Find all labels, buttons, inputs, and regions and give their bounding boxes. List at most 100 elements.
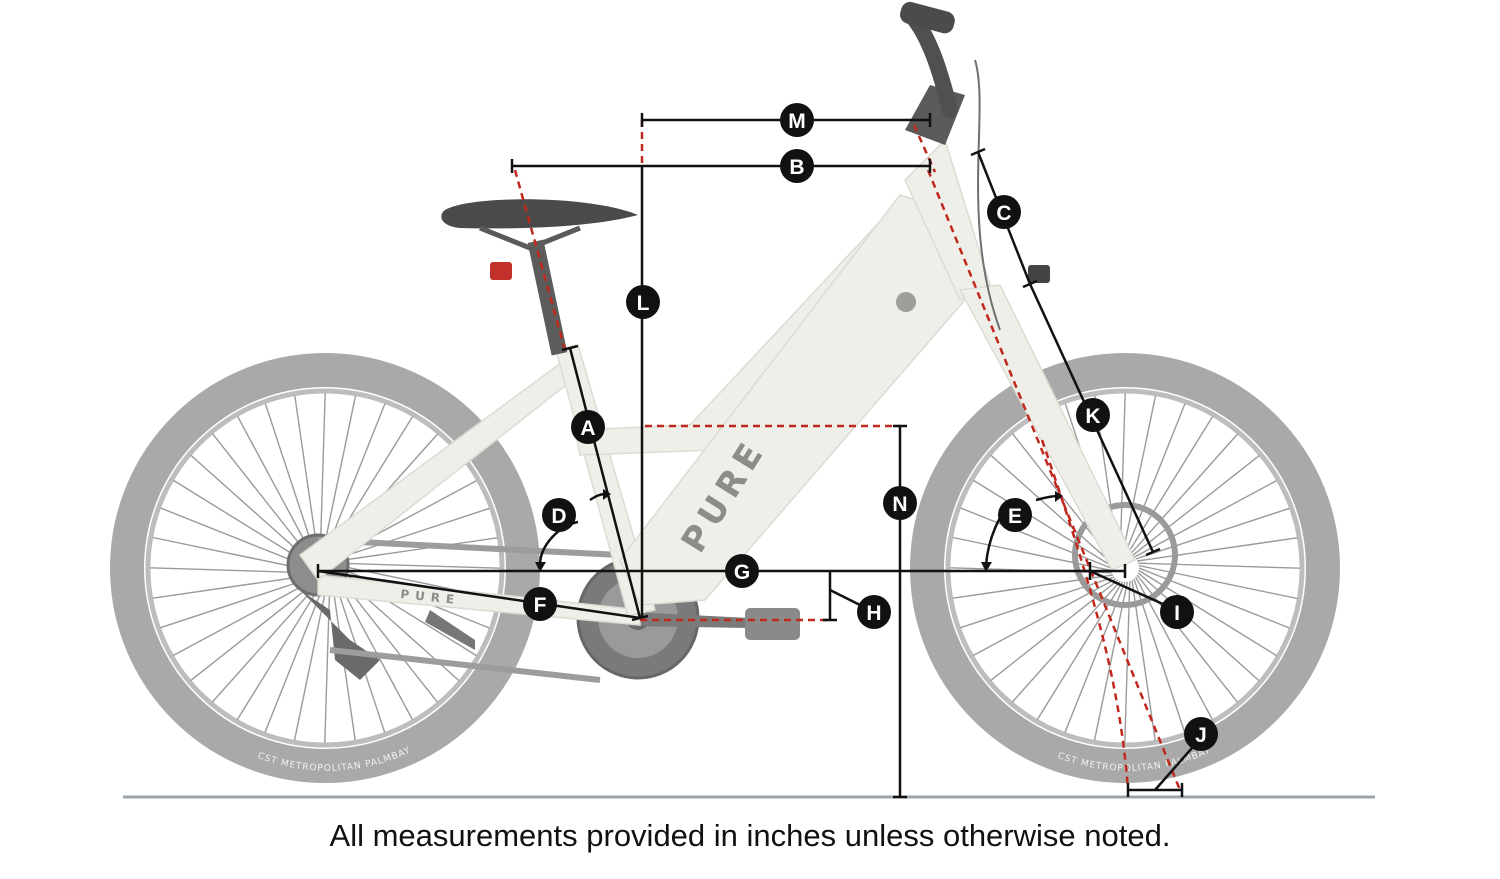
arrowheads xyxy=(535,489,1063,572)
svg-text:G: G xyxy=(734,561,750,584)
dim-D-arrow-top xyxy=(603,489,611,500)
spoke xyxy=(152,536,312,572)
label-K: K xyxy=(1076,398,1110,432)
front-disc-rotor xyxy=(1072,502,1178,608)
seat-assembly xyxy=(441,199,638,356)
rear-derailleur xyxy=(300,590,380,680)
spoke xyxy=(1131,455,1260,557)
steering-axis-ref xyxy=(926,169,1182,791)
head-tube-ref xyxy=(912,124,937,173)
dim-E-arrow-bottom xyxy=(981,562,992,572)
label-A: A xyxy=(571,410,605,444)
spoke xyxy=(160,576,315,629)
front-rim xyxy=(945,388,1305,748)
brake-cable xyxy=(974,59,1001,331)
label-I: I xyxy=(1160,595,1194,629)
spoke xyxy=(336,537,498,562)
spoke xyxy=(160,507,312,569)
svg-text:H: H xyxy=(866,602,881,625)
spoke xyxy=(973,479,1112,567)
spoke xyxy=(294,395,319,557)
dim-C-cap-top xyxy=(970,147,986,157)
dim-D-arrow-bottom xyxy=(535,562,546,572)
spoke xyxy=(319,392,326,555)
spoke xyxy=(1138,569,1277,657)
fork-offset-ref xyxy=(1040,439,1130,791)
spoke xyxy=(1138,567,1290,629)
svg-text:E: E xyxy=(1008,505,1022,528)
headlight xyxy=(1028,265,1050,283)
spoke xyxy=(1136,537,1298,562)
dim-A-line xyxy=(568,347,642,619)
spoke xyxy=(1064,581,1126,733)
handlebar-grip xyxy=(900,1,955,34)
chainstay-brand: PURE xyxy=(400,587,461,607)
dim-E-arrow-top xyxy=(1055,491,1063,502)
label-B: B xyxy=(780,149,814,183)
label-H: H xyxy=(857,595,891,629)
saddle xyxy=(441,199,638,229)
svg-text:L: L xyxy=(637,292,650,315)
spoke xyxy=(173,578,317,657)
label-L: L xyxy=(626,285,660,319)
label-G: G xyxy=(725,554,759,588)
measurement-caption: All measurements provided in inches unle… xyxy=(329,818,1171,853)
spoke xyxy=(952,536,1112,572)
spoke xyxy=(173,479,312,567)
spoke xyxy=(1137,572,1260,682)
dim-K-cap xyxy=(1145,547,1161,557)
dim-I-line xyxy=(1089,569,1166,607)
rear-tire xyxy=(110,353,540,783)
spoke xyxy=(1138,564,1298,600)
label-F: F xyxy=(523,587,557,621)
rear-rim xyxy=(145,388,505,748)
chain xyxy=(317,537,621,683)
spoke xyxy=(960,507,1112,569)
frame: PURE PURE xyxy=(298,1,1137,626)
spoke xyxy=(190,454,313,564)
svg-text:D: D xyxy=(551,505,566,528)
battery-lock xyxy=(896,292,916,312)
kickstand xyxy=(425,610,475,650)
spoke xyxy=(960,576,1115,629)
tail-light xyxy=(490,262,512,280)
svg-text:B: B xyxy=(789,156,804,179)
spoke xyxy=(1093,581,1129,741)
spoke xyxy=(338,562,501,569)
spoke xyxy=(1126,416,1214,555)
label-badges: M B C L K A N D E G F H I J xyxy=(523,103,1218,751)
svg-text:N: N xyxy=(892,493,907,516)
svg-text:F: F xyxy=(534,594,547,617)
spoke xyxy=(324,581,331,744)
spoke xyxy=(190,579,319,681)
spoke xyxy=(236,581,324,720)
spoke xyxy=(236,416,315,560)
dimension-lines xyxy=(316,113,1193,799)
svg-text:K: K xyxy=(1085,405,1100,428)
spoke xyxy=(1124,403,1186,555)
svg-text:A: A xyxy=(580,417,595,440)
spoke xyxy=(211,580,321,703)
svg-text:C: C xyxy=(996,202,1011,225)
label-D: D xyxy=(542,498,576,532)
label-C: C xyxy=(987,195,1021,229)
dim-J-leader xyxy=(1154,747,1193,791)
label-J: J xyxy=(1184,717,1218,751)
label-M: M xyxy=(780,103,814,137)
dim-H-leader xyxy=(829,588,863,608)
spoke xyxy=(264,403,317,558)
spoke xyxy=(1135,507,1290,560)
spoke xyxy=(321,395,357,555)
svg-text:J: J xyxy=(1195,724,1207,747)
spoke xyxy=(149,567,312,574)
label-E: E xyxy=(998,498,1032,532)
spoke xyxy=(335,507,490,560)
spoke xyxy=(1133,479,1277,558)
reference-lines xyxy=(513,120,1182,791)
spoke xyxy=(990,454,1113,564)
dim-A-cap xyxy=(561,344,579,352)
spoke xyxy=(264,581,326,733)
dim-F-line xyxy=(317,569,641,620)
